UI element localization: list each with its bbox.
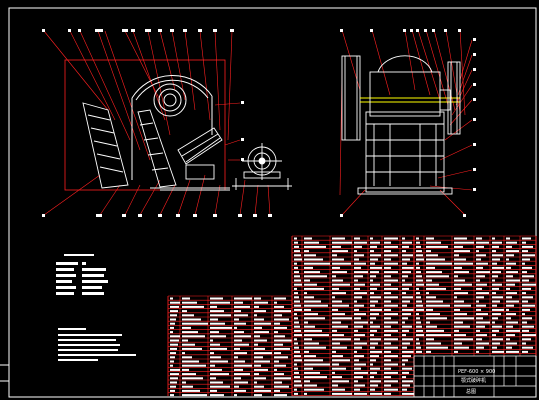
front-view	[42, 29, 292, 217]
side-view	[339, 29, 476, 217]
front-view-leaders	[43, 30, 271, 216]
flywheel	[131, 75, 213, 180]
side-view-leaders	[339, 29, 473, 216]
technical-notes-block	[58, 328, 136, 361]
title-block	[413, 355, 537, 398]
technical-spec-block	[56, 254, 108, 295]
side-view-body	[341, 55, 461, 195]
front-view-label-marks	[42, 29, 272, 217]
drawing-frame	[0, 7, 537, 398]
jaw-plates	[82, 102, 177, 189]
title-block-name: 颚式破碎机	[461, 378, 487, 384]
toggle-assembly	[150, 127, 230, 191]
side-view-label-marks	[340, 29, 476, 217]
title-block-sheet: 总图	[466, 389, 477, 395]
title-block-model: PEF-600 × 900	[458, 369, 496, 375]
parts-list-tables	[167, 235, 537, 397]
motor-pulley	[232, 143, 292, 190]
front-view-body	[64, 59, 226, 191]
